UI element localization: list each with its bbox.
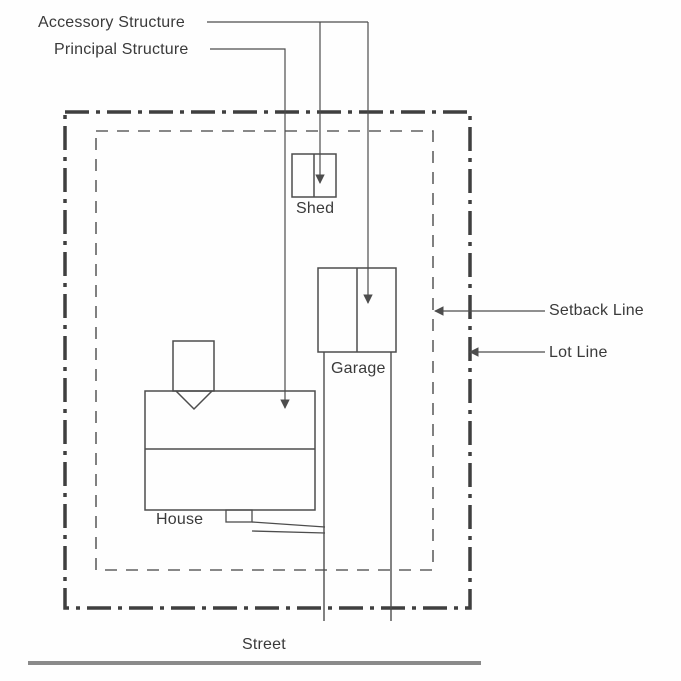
street-label: Street	[242, 636, 286, 653]
leader-arrow-house	[210, 48, 290, 409]
lot-line	[63, 110, 472, 610]
principal-structure-leader	[210, 48, 290, 409]
principal-structure-label: Principal Structure	[54, 41, 189, 58]
house-entry	[172, 340, 215, 392]
house-outline	[144, 340, 316, 511]
setback-line-label: Setback Line	[549, 302, 644, 319]
house-gable	[175, 390, 213, 411]
walkway	[225, 509, 326, 534]
lot-line-label: Lot Line	[549, 344, 608, 361]
shed-label: Shed	[296, 200, 335, 217]
garage-outline	[317, 267, 397, 353]
accessory-structure-leader	[207, 21, 373, 304]
driveway	[323, 352, 392, 621]
garage-label: Garage	[331, 360, 386, 377]
shed-outline	[291, 153, 337, 198]
house-label: House	[156, 511, 204, 528]
accessory-structure-label: Accessory Structure	[38, 14, 185, 31]
setback-line	[95, 130, 434, 571]
